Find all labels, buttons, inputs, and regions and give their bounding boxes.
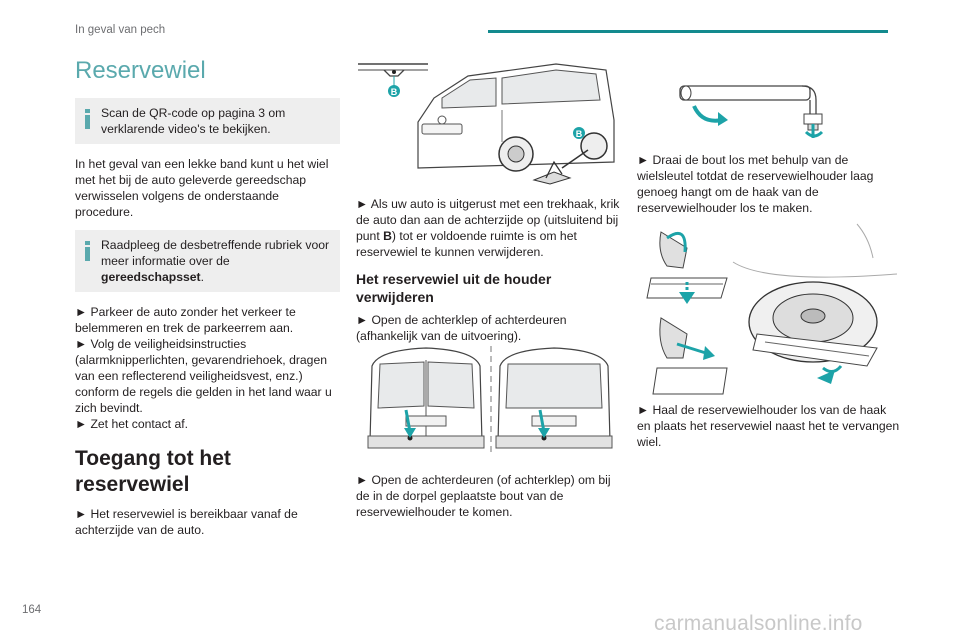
info-icon — [85, 109, 90, 129]
point-b-marker — [573, 127, 585, 139]
column-3-text-top: ► Draai de bout los met behulp van de wi… — [637, 152, 902, 226]
info-icon — [85, 241, 90, 261]
column-1: Reservewiel Scan de QR-code op pagina 3 … — [75, 50, 340, 548]
tow-paragraph: ► Als uw auto is uitgerust met een trekh… — [356, 197, 620, 259]
section-heading: Toegang tot het reservewiel — [75, 447, 231, 496]
watermark: carmanualsonline.info — [654, 612, 863, 635]
bullet-item: ► Zet het contact af. — [75, 417, 189, 431]
page-number: 164 — [22, 604, 42, 616]
bullet-item: ► Parkeer de auto zonder het verkeer te … — [75, 305, 296, 335]
page-title: Reservewiel — [75, 57, 206, 84]
note-toolkit-text: Raadpleeg de desbetreffende rubriek voor… — [101, 238, 330, 284]
open-paragraph: ► Open de achterklep of achterdeuren (af… — [356, 313, 567, 343]
wheel-wrench-illustration — [679, 85, 824, 138]
remove-paragraph: ► Haal de reservewielhouder los van de h… — [637, 403, 900, 449]
access-paragraph: ► Het reservewiel is bereikbaar vanaf de… — [75, 507, 298, 537]
intro-paragraph: In het geval van een lekke band kunt u h… — [75, 157, 329, 219]
point-b-marker — [388, 85, 400, 97]
spare-holder-illustration — [645, 220, 898, 395]
rear-doors-illustration — [367, 346, 613, 456]
point-b-label: B — [576, 129, 583, 139]
toolkit-term: gereedschapsset — [101, 270, 201, 284]
column-3-text-bottom: ► Haal de reservewielhouder los van de h… — [637, 402, 902, 460]
note-qr: Scan de QR-code op pagina 3 om verklaren… — [75, 98, 340, 144]
note-qr-text: Scan de QR-code op pagina 3 om verklaren… — [101, 106, 286, 136]
bullet-item: ► Volg de veiligheidsinstructies (alarmk… — [75, 337, 332, 415]
bullet-list: ► Parkeer de auto zonder het verkeer te … — [75, 304, 340, 432]
section-header: In geval van pech — [75, 24, 166, 36]
van-jack-illustration: B B — [358, 52, 615, 185]
column-2-text-top: ► Als uw auto is uitgerust met een trekh… — [356, 196, 621, 354]
point-b-label: B — [391, 87, 398, 97]
header-bar — [488, 30, 888, 33]
point-b-ref: B — [383, 229, 392, 243]
note-toolkit: Raadpleeg de desbetreffende rubriek voor… — [75, 230, 340, 292]
doors-paragraph: ► Open de achterdeuren (of achterklep) o… — [356, 473, 611, 519]
column-2-text-bottom: ► Open de achterdeuren (of achterklep) o… — [356, 472, 621, 530]
subsection-heading: Het reservewiel uit de houder verwijdere… — [356, 271, 552, 305]
bolt-paragraph: ► Draai de bout los met behulp van de wi… — [637, 153, 874, 215]
